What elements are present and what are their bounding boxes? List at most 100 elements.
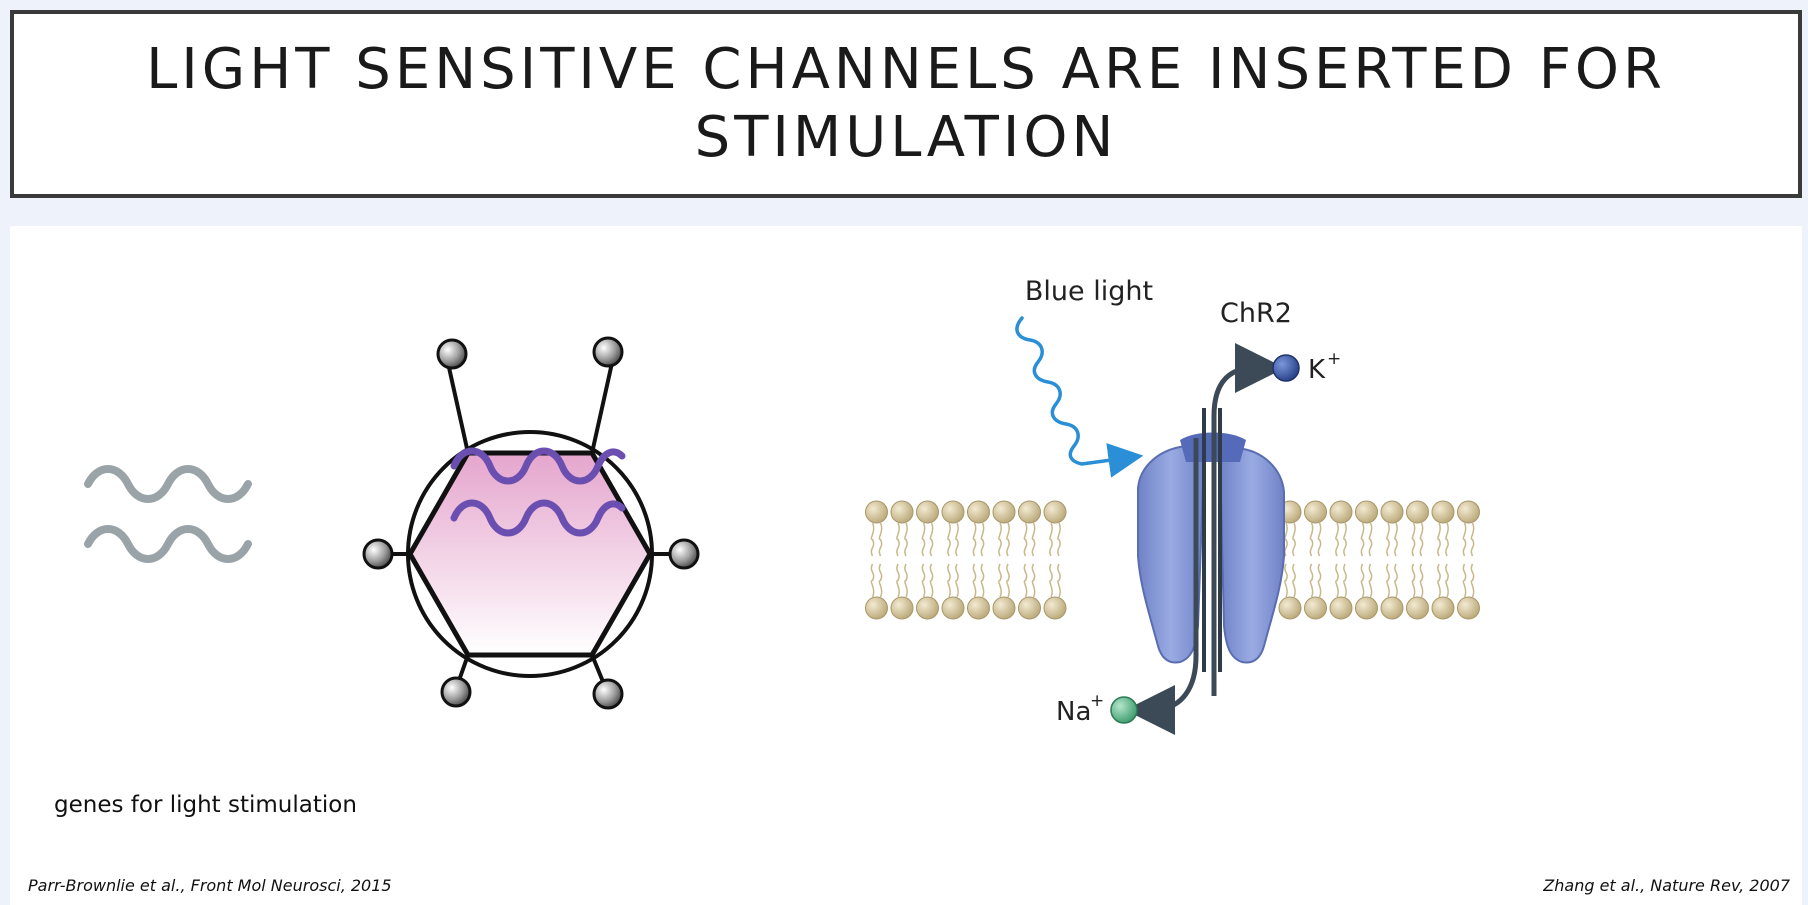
lipid-tail [878,522,883,557]
channel-right-lobe [1218,446,1285,664]
diagram-svg: Blue light ChR2 K + Na + [84,276,1480,735]
capsid-hexagon [407,450,653,658]
viral-capsid [362,336,700,710]
lipid-tail [1031,563,1036,598]
lipid-tail [1023,563,1028,598]
lipid-tail [1284,522,1288,557]
lipid-tail [1386,563,1390,598]
potassium-ion [1272,354,1300,382]
capsid-knob [362,538,394,570]
lipid-tail [1049,522,1053,557]
lipid-tail [1317,522,1322,557]
lipid-head [1329,500,1353,524]
lipid-head [967,500,990,524]
lipid-head [941,500,965,524]
lipid-tail [1335,522,1339,557]
lipid-tail [1309,522,1314,557]
lipid-tail [955,522,959,557]
lipid-tail [972,522,977,557]
lipid-head [1431,596,1455,620]
lipid-head [865,500,888,524]
lipid-tail [921,563,926,598]
lipid-tail [1006,563,1010,598]
lipid-tail [1462,563,1467,598]
lipid-tail [1006,522,1010,557]
lipid-tail [955,563,959,598]
lipid-tail [878,563,883,598]
title-box: LIGHT SENSITIVE CHANNELS ARE INSERTED FO… [10,10,1802,198]
lipid-tail [1394,563,1398,598]
lipid-tail [1284,563,1288,598]
lipid-tail [1462,522,1467,557]
lipid-tail [980,522,985,557]
lipid-head [1329,596,1353,620]
lipid-tail [1057,563,1061,598]
lipid-head [1355,596,1378,620]
blue-light-wave [1015,316,1144,478]
lipid-head [890,596,914,620]
lipid-tail [972,563,977,598]
lipid-tail [1368,563,1373,598]
lipid-head [992,500,1016,524]
lipid-tail [904,563,908,598]
na-influx-arrow [1125,438,1199,735]
capsid-knob [592,336,624,368]
lipid-head [1018,500,1041,524]
citation-left: Parr-Brownlie et al., Front Mol Neurosci… [28,876,392,895]
viral-gene-wave-top [450,447,626,485]
lipid-tail [1368,522,1373,557]
lipid-tail [1411,522,1416,557]
lipid-tail [998,563,1002,598]
viral-gene-wave-bottom [450,499,626,537]
lipid-head [1380,500,1404,524]
lipid-tail [1031,522,1036,557]
lipid-head [941,596,965,620]
lipid-tail [1419,563,1424,598]
lipid-tail [1049,563,1053,598]
membrane-left [865,500,1067,620]
lipid-tail [1309,563,1314,598]
lipid-head [1457,500,1480,524]
gene-wave-bottom [84,525,252,563]
sodium-label: Na + [1056,691,1104,727]
lipid-tail [1343,522,1347,557]
lipid-tail [1445,563,1449,598]
lipid-tail [870,563,875,598]
lipid-head [1043,596,1067,620]
lipid-tail [870,522,875,557]
lipid-head [1431,500,1455,524]
lipid-tail [929,563,934,598]
lipid-head [1406,500,1429,524]
sodium-ion [1110,696,1138,724]
lipid-head [1380,596,1404,620]
svg-text:+: + [1090,691,1104,711]
lipid-tail [1317,563,1322,598]
lipid-head [1355,500,1378,524]
lipid-tail [904,522,908,557]
lipid-head [1018,596,1041,620]
lipid-tail [896,522,900,557]
lipid-head [1304,500,1327,524]
lipid-head [992,596,1016,620]
lipid-tail [1335,563,1339,598]
lipid-tail [947,522,951,557]
lipid-tail [1394,522,1398,557]
lipid-head [916,596,939,620]
lipid-tail [921,522,926,557]
svg-text:K: K [1308,355,1326,385]
lipid-tail [1360,563,1365,598]
lipid-head [1278,596,1302,620]
potassium-label: K + [1308,349,1341,385]
lipid-tail [1437,522,1441,557]
lipid-tail [980,563,985,598]
lipid-head [890,500,914,524]
lipid-tail [1419,522,1424,557]
lipid-tail [1411,563,1416,598]
lipid-tail [1292,522,1296,557]
blue-light-label: Blue light [1025,276,1153,307]
slide-content: Blue light ChR2 K + Na + genes for light… [10,226,1802,905]
capsid-knob [592,678,624,710]
lipid-tail [1057,522,1061,557]
membrane-right [1278,500,1480,620]
lipid-head [1406,596,1429,620]
